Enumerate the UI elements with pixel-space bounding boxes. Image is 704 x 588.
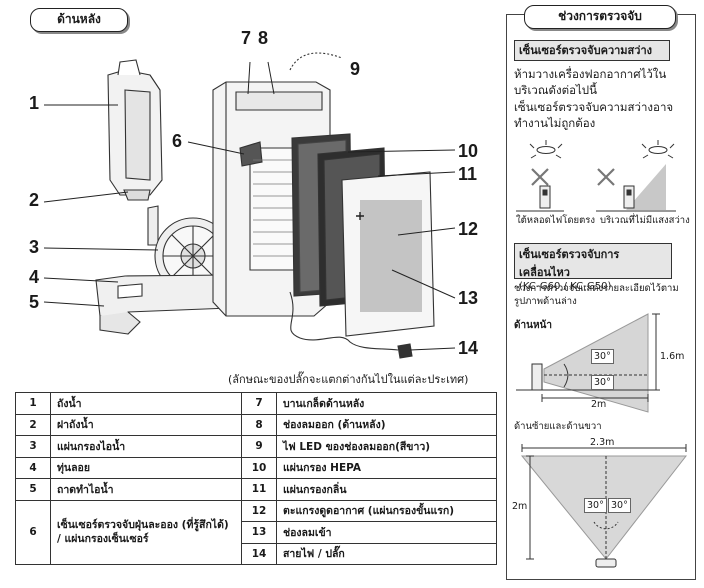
part-name: ถังน้ำ	[50, 392, 242, 415]
side-angle-left: 30°	[584, 498, 607, 513]
side-width-label: 2.3m	[590, 437, 615, 448]
part-number: 12	[241, 499, 277, 522]
part-name: ถาดทำไอน้ำ	[50, 478, 242, 501]
rear-view-label: ด้านหลัง	[30, 8, 128, 32]
light-text-4: ทำงานไม่ถูกต้อง	[514, 116, 596, 130]
part-name: ฝาถังน้ำ	[50, 413, 242, 436]
exploded-view-illustration	[43, 52, 456, 359]
callout-11: 11	[458, 164, 478, 184]
callout-13: 13	[458, 288, 479, 308]
part-name: ไฟ LED ของช่องลมออก(สีขาว)	[276, 435, 497, 458]
table-row: 3 แผ่นกรองไอน้ำ 9 ไฟ LED ของช่องลมออก(สี…	[15, 435, 497, 458]
table-row: 5 ถาดทำไอน้ำ 11 แผ่นกรองกลิ่น	[15, 478, 497, 501]
callout-1: 1	[29, 93, 40, 113]
light-text-3: เซ็นเซอร์ตรวจจับความสว่างอาจ	[514, 100, 674, 114]
detection-range-title: ช่วงการตรวจจับ	[524, 5, 676, 29]
part-number: 6	[15, 499, 51, 565]
callout-9: 9	[350, 59, 361, 79]
table-row: 1 ถังน้ำ 7 บานเกล็ดด้านหลัง	[15, 392, 497, 415]
motion-sensor-models: (KC-G60 / KC-G50)	[519, 281, 612, 292]
callout-6: 6	[172, 131, 183, 151]
part-number: 14	[241, 542, 277, 565]
plug-note: (ลักษณะของปลั๊กจะแตกต่างกันไปในแต่ละประเ…	[228, 373, 469, 386]
evaporation-tray-drawing	[95, 274, 237, 335]
part-number: 1	[15, 392, 51, 415]
front-angle-bottom: 30°	[591, 375, 614, 390]
side-depth-label: 2m	[512, 501, 528, 512]
cross-mark-icon	[531, 168, 549, 186]
ceiling-lamp-icon	[529, 140, 563, 159]
part-name: เซ็นเซอร์ตรวจจับฝุ่นละออง (ที่รู้สึกได้)…	[50, 499, 242, 565]
cross-mark-icon	[597, 168, 615, 186]
callout-2: 2	[29, 190, 40, 210]
caption-dark-area: บริเวณที่ไม่มีแสงสว่าง	[600, 215, 690, 226]
purifier-icon	[539, 185, 551, 209]
shadow-area-icon	[626, 164, 666, 210]
part-number: 9	[241, 435, 277, 458]
side-view-label: ด้านซ้ายและด้านขวา	[514, 421, 602, 432]
ceiling-lamp-icon	[641, 140, 675, 159]
callout-14: 14	[458, 338, 479, 358]
callout-7-8: 7 8	[241, 28, 269, 48]
front-height-label: 1.6m	[660, 351, 685, 362]
motion-sensor-title: เซ็นเซอร์ตรวจจับการเคลื่อนไหว	[519, 248, 620, 279]
purifier-icon	[623, 185, 635, 209]
light-text-2: บริเวณดังต่อไปนี้	[514, 83, 597, 97]
part-number: 7	[241, 392, 277, 415]
front-angle-top: 30°	[591, 349, 614, 364]
part-name: ตะแกรงดูดอากาศ (แผ่นกรองขั้นแรก)	[276, 499, 497, 522]
part-number: 2	[15, 413, 51, 436]
part-number: 5	[15, 478, 51, 501]
light-text-1: ห้ามวางเครื่องฟอกอากาศไว้ใน	[514, 67, 667, 81]
part-number: 13	[241, 521, 277, 544]
callout-12: 12	[458, 219, 479, 239]
water-tank-drawing	[107, 59, 163, 201]
table-row: 4 ทุ่นลอย 10 แผ่นกรอง HEPA	[15, 456, 497, 479]
callout-5: 5	[29, 292, 40, 312]
parts-table: 1 ถังน้ำ 7 บานเกล็ดด้านหลัง 2 ฝาถังน้ำ 8…	[15, 392, 497, 565]
part-name: แผ่นกรอง HEPA	[276, 456, 497, 479]
callout-4: 4	[29, 267, 40, 287]
part-number: 3	[15, 435, 51, 458]
motion-text-1: ช่วงการตรวจจับแสดงรายละเอียดไว้ตาม	[514, 283, 679, 294]
side-angle-right: 30°	[608, 498, 631, 513]
table-row: 14 สายไฟ / ปลั๊ก	[16, 542, 497, 565]
part-name: ทุ่นลอย	[50, 456, 242, 479]
part-number: 10	[241, 456, 277, 479]
part-name: บานเกล็ดด้านหลัง	[276, 392, 497, 415]
part-number: 11	[241, 478, 277, 501]
table-row: 6 เซ็นเซอร์ตรวจจับฝุ่นละออง (ที่รู้สึกได…	[15, 499, 497, 565]
intake-grille-drawing	[341, 171, 435, 337]
callout-3: 3	[29, 237, 40, 257]
part-name: แผ่นกรองกลิ่น	[276, 478, 497, 501]
part-name: สายไฟ / ปลั๊ก	[276, 542, 497, 565]
front-view-label: ด้านหน้า	[514, 320, 552, 331]
part-name: แผ่นกรองไอน้ำ	[50, 435, 242, 458]
light-sensor-label: เซ็นเซอร์ตรวจจับความสว่าง	[514, 40, 670, 61]
callout-10: 10	[458, 141, 479, 161]
front-distance-label: 2m	[591, 399, 607, 410]
part-name: ช่องลมเข้า	[276, 521, 497, 544]
table-row: 2 ฝาถังน้ำ 8 ช่องลมออก (ด้านหลัง)	[15, 413, 497, 436]
part-number: 8	[241, 413, 277, 436]
power-cord-drawing	[289, 291, 413, 359]
motion-sensor-label: เซ็นเซอร์ตรวจจับการเคลื่อนไหว (KC-G60 / …	[514, 243, 672, 292]
part-number: 4	[15, 456, 51, 479]
motion-text-2: รูปภาพด้านล่าง	[514, 296, 577, 307]
caption-under-lamp: ใต้หลอดไฟโดยตรง	[516, 215, 596, 226]
part-name: ช่องลมออก (ด้านหลัง)	[276, 413, 497, 436]
